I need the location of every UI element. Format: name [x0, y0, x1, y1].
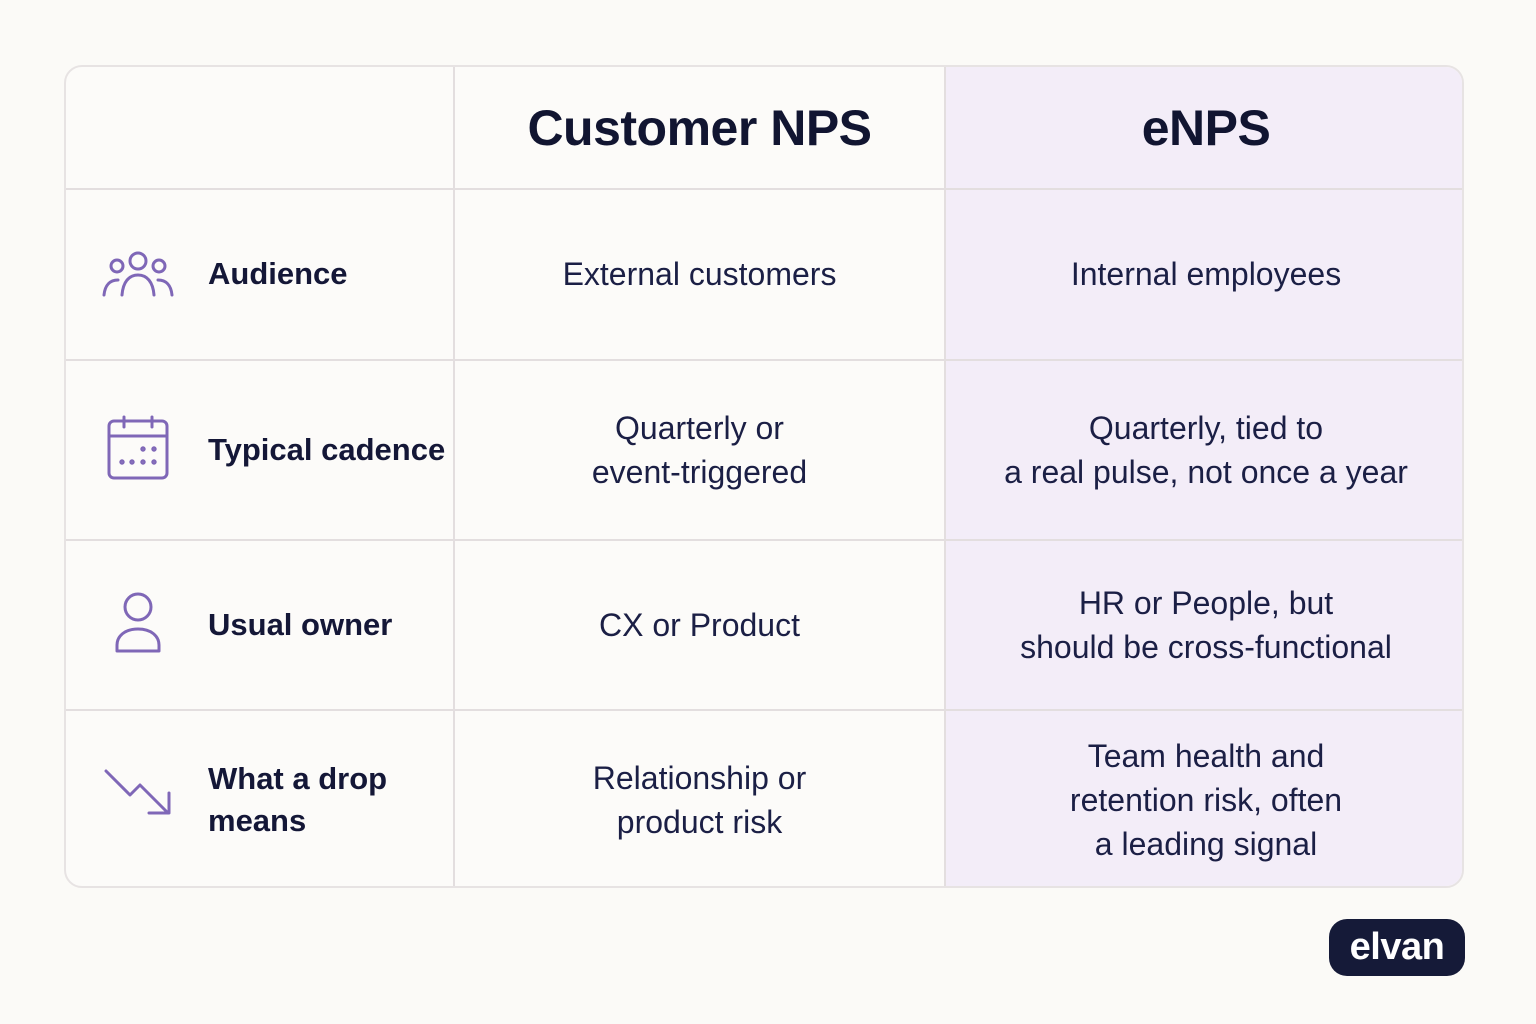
row-label-typical-cadence: Typical cadence — [208, 432, 446, 467]
row-label-audience: Audience — [208, 256, 348, 291]
person-icon — [115, 592, 161, 653]
drop-enps: Team health and retention risk, often a … — [1069, 737, 1343, 862]
row-divider-cadence — [66, 539, 1462, 541]
calendar-icon — [107, 415, 169, 480]
row-divider-audience — [66, 359, 1462, 361]
comparison-table: Customer NPS eNPS Audience External cust… — [64, 65, 1464, 888]
cadence-enps: Quarterly, tied to a real pulse, not onc… — [1004, 410, 1408, 490]
drop-customer-nps: Relationship or product risk — [592, 759, 807, 840]
trend-down-icon — [104, 769, 171, 815]
customer-nps-header: Customer NPS — [527, 99, 872, 156]
audience-customer-nps: External customers — [562, 256, 837, 292]
cadence-customer-nps: Quarterly or event-triggered — [591, 410, 808, 490]
row-label-what-a-drop-means: What a drop means — [208, 760, 388, 838]
enps-header: eNPS — [1141, 99, 1271, 156]
row-divider-header — [66, 188, 1462, 190]
enps-column-highlight — [945, 67, 1462, 886]
row-label-usual-owner: Usual owner — [208, 607, 393, 642]
audience-enps: Internal employees — [1070, 256, 1342, 292]
elvan-logo: elvan — [1329, 919, 1465, 976]
people-group-icon — [102, 251, 174, 297]
column-divider-customer-nps — [944, 67, 946, 886]
row-divider-owner — [66, 709, 1462, 711]
owner-customer-nps: CX or Product — [599, 607, 800, 643]
column-divider-label — [453, 67, 455, 886]
owner-enps: HR or People, but should be cross-functi… — [1020, 585, 1392, 665]
